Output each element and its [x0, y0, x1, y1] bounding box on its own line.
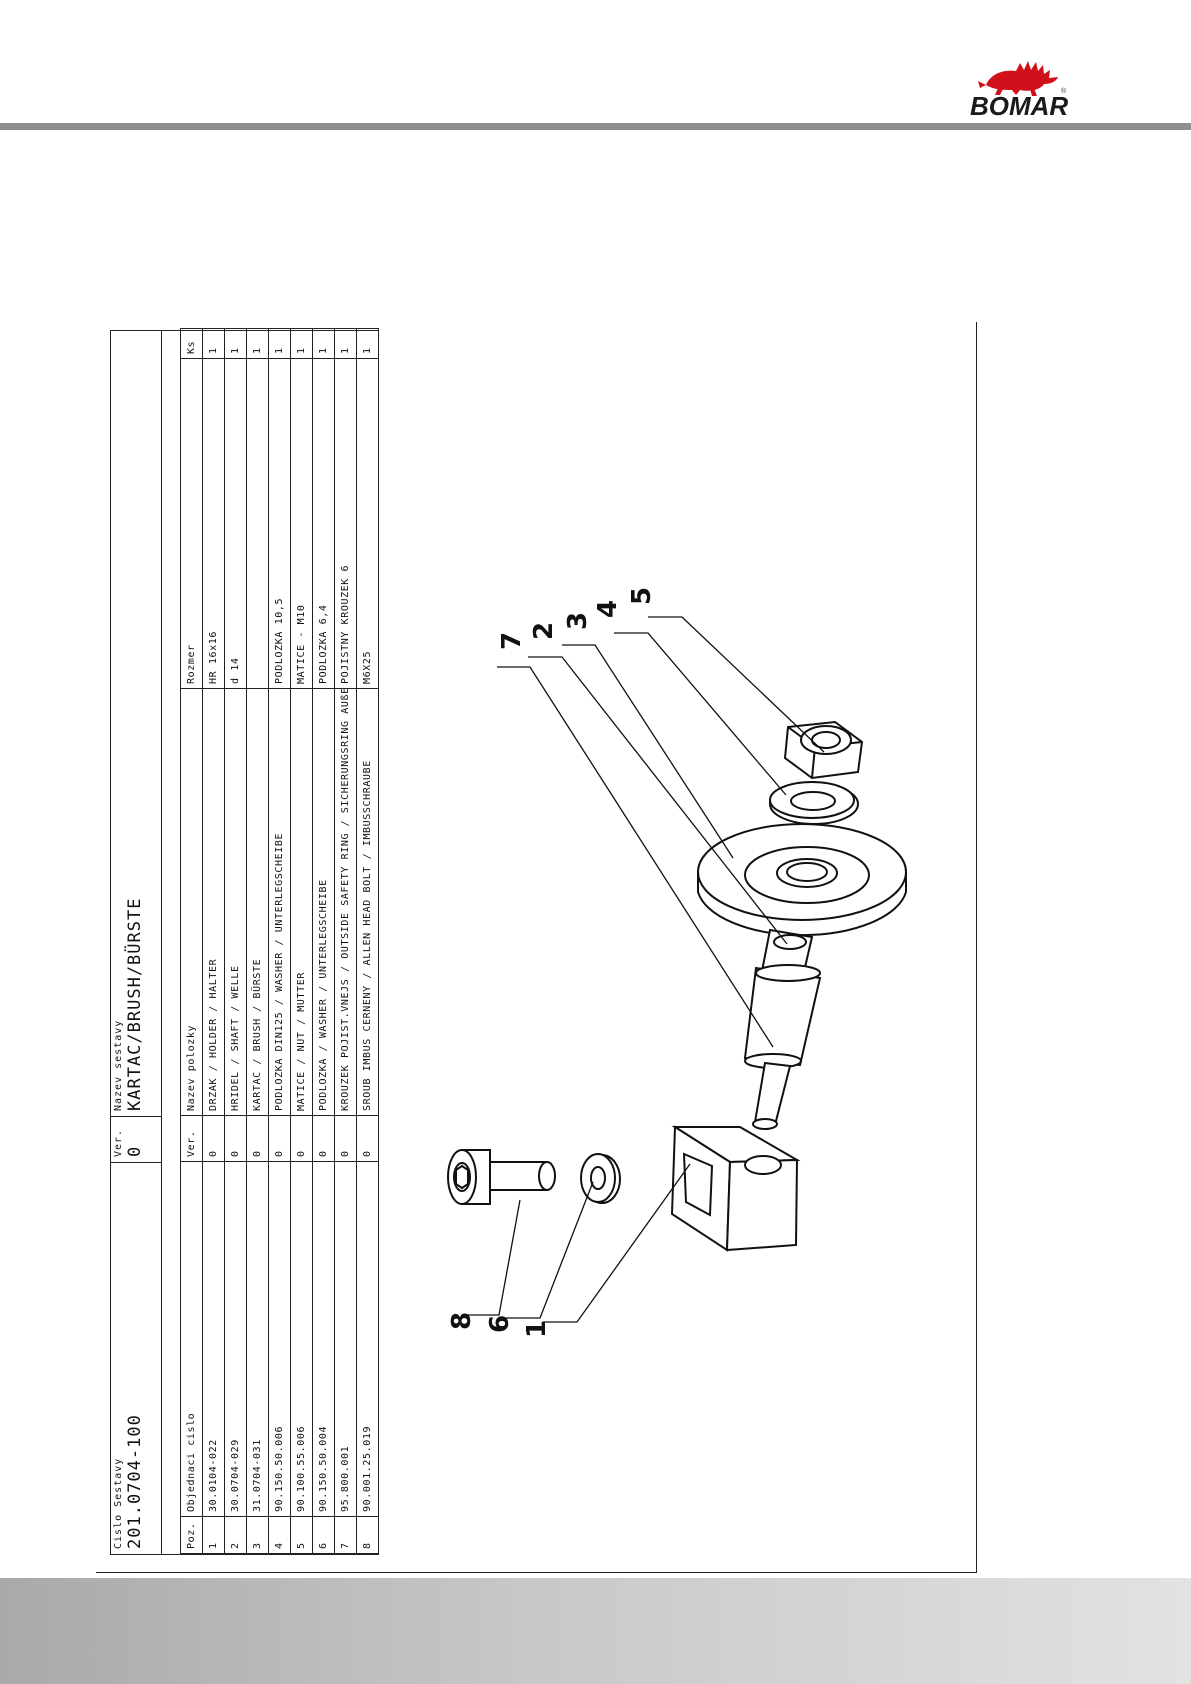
callout-8: 8: [447, 1312, 477, 1330]
brush-part: [697, 823, 907, 937]
callout-6: 6: [485, 1315, 515, 1333]
leader-5: [648, 616, 825, 753]
leader-6: [506, 1181, 594, 1319]
leader-2: [528, 656, 788, 945]
callout-1: 1: [522, 1320, 552, 1338]
registered-mark: ®: [1061, 87, 1067, 95]
drawing-sheet: [96, 322, 977, 1573]
nut-part: [783, 720, 864, 780]
callout-2: 2: [529, 622, 559, 640]
footer-band: [0, 1578, 1191, 1684]
leader-4: [614, 632, 787, 796]
callout-3: 3: [563, 612, 593, 630]
callout-5: 5: [627, 587, 657, 605]
bolt-part: [447, 1149, 556, 1205]
leader-1: [543, 1163, 691, 1323]
leader-3: [562, 644, 734, 859]
header-rule: [0, 123, 1191, 130]
washer-part: [769, 781, 859, 825]
leader-7: [497, 666, 774, 1048]
small-washer-part: [580, 1153, 621, 1204]
dinosaur-icon: [978, 61, 1058, 96]
holder-part: [670, 1125, 801, 1252]
brand-b: BOMAR: [970, 91, 1068, 119]
leader-8: [466, 1199, 521, 1316]
shaft-part: [743, 928, 822, 1130]
callout-7: 7: [497, 632, 527, 650]
callout-4: 4: [593, 600, 623, 618]
bomar-logo: BOMAR ®: [970, 61, 1068, 119]
